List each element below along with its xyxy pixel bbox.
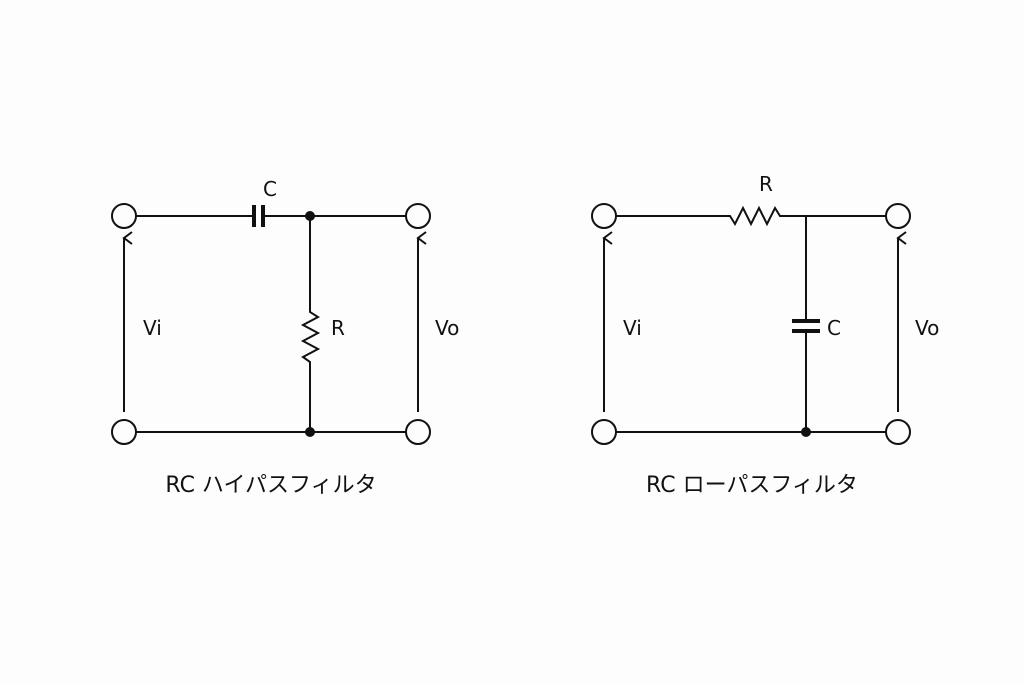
output-ground-terminal — [405, 419, 431, 445]
junction-dot — [305, 211, 315, 221]
output-voltage-label: Vo — [435, 316, 459, 340]
input-voltage-label: Vi — [623, 316, 642, 340]
resistor-symbol — [300, 216, 321, 432]
junction-dot — [305, 427, 315, 437]
output-voltage-label: Vo — [915, 316, 939, 340]
input-ground-terminal — [111, 419, 137, 445]
input-voltage-label: Vi — [143, 316, 162, 340]
input-ground-terminal — [591, 419, 617, 445]
low-pass-title: RC ローパスフィルタ — [646, 473, 858, 498]
resistor-symbol — [616, 205, 886, 227]
junction-dot — [801, 427, 811, 437]
input-terminal — [591, 203, 617, 229]
output-ground-terminal — [885, 419, 911, 445]
capacitor-symbol — [252, 205, 265, 227]
capacitor-label: C — [827, 316, 841, 340]
resistor-label: R — [331, 316, 345, 340]
high-pass-circuit: C R Vi Vo RC ハイパスフィルタ — [111, 177, 459, 498]
output-terminal — [405, 203, 431, 229]
capacitor-label: C — [263, 177, 277, 201]
capacitor-symbol — [792, 319, 820, 333]
resistor-label: R — [759, 172, 773, 196]
output-terminal — [885, 203, 911, 229]
high-pass-title: RC ハイパスフィルタ — [165, 473, 376, 498]
low-pass-circuit: R C Vi Vo RC ローパスフィルタ — [591, 172, 939, 498]
input-terminal — [111, 203, 137, 229]
